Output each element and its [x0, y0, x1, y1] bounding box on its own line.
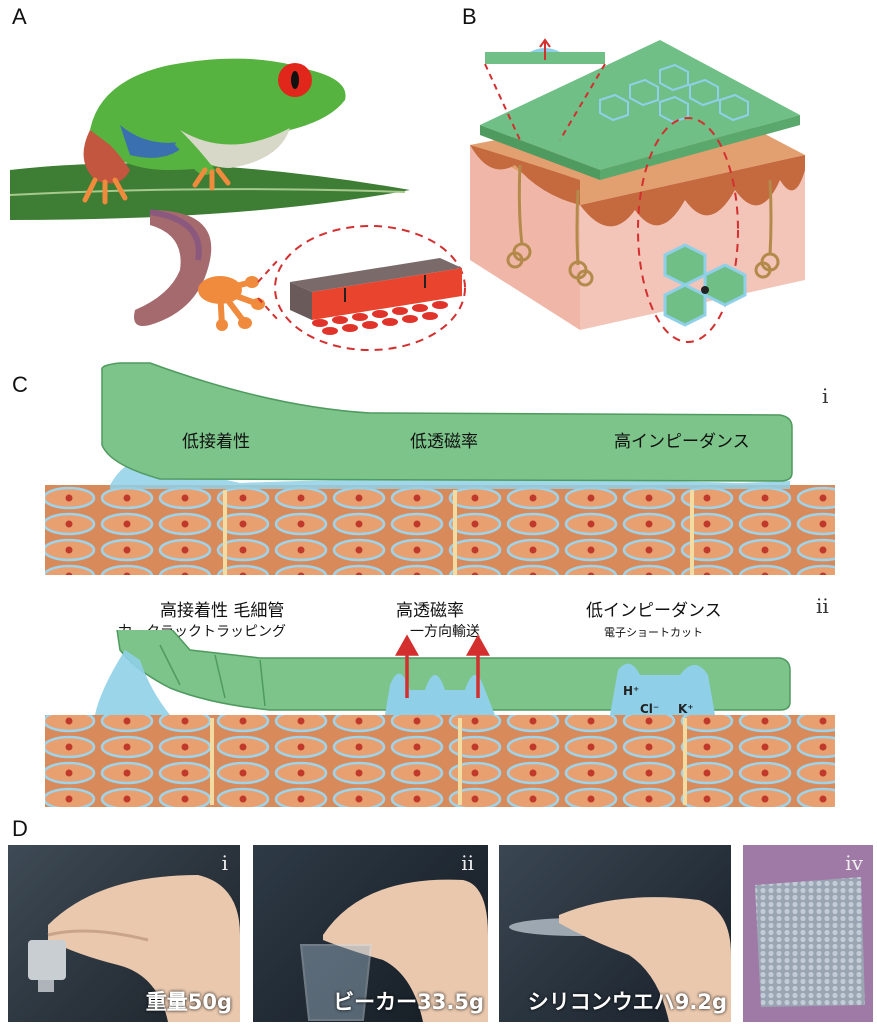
hydrogel-patch-edge	[480, 125, 600, 180]
skin-epidermis-wave-front	[470, 145, 580, 205]
photo-beaker: ii ビーカー33.5g	[253, 845, 488, 1022]
photo-weight-cylinder	[28, 940, 66, 980]
hydrogel-sheet-i	[101, 362, 793, 482]
photo-weight-roman: i	[221, 851, 228, 875]
cross-section-arrow	[539, 38, 551, 60]
frog-hanging-leg	[134, 210, 212, 326]
panel-c-ii-roman: ii	[816, 594, 829, 618]
panel-d-letter: D	[12, 816, 28, 841]
ion-cl: Cl⁻	[640, 702, 659, 716]
hair-shafts-ii	[210, 718, 687, 805]
hydrogel-patch-edge-2	[600, 115, 800, 180]
label-electron-shortcut: 電子ショートカット	[604, 626, 703, 639]
photo-weight-hand	[28, 875, 240, 1022]
photo-silicon-wafer: シリコンウエハ9.2g	[499, 845, 731, 1022]
label-high-impedance: 高インピーダンス	[614, 432, 750, 452]
frog-front-leg	[175, 130, 215, 175]
leaf-midrib	[9, 188, 406, 196]
panel-b-letter: B	[462, 4, 477, 29]
frog-back-toes	[82, 177, 128, 205]
panel-c-letter: C	[12, 372, 28, 397]
frog-toe-pad-foot	[198, 276, 265, 331]
sweat-glands	[506, 164, 780, 287]
ion-h: H⁺	[623, 684, 639, 698]
frog-front-toes	[192, 167, 231, 191]
photo-beaker-glass	[299, 944, 373, 1021]
zoom-connector-lines	[257, 259, 279, 321]
skin-cells-layer	[45, 485, 835, 575]
hex-zoom-ellipse	[637, 117, 739, 343]
hair-shafts	[223, 490, 694, 575]
skin-epidermis-wave	[580, 155, 805, 227]
photo-wafer-hand	[509, 897, 731, 1022]
photo-beaker-roman: ii	[461, 851, 474, 875]
panel-c-i-diagram	[45, 362, 835, 575]
panel-b-skin-patch-illustration	[470, 38, 805, 343]
micro-pillar-block	[290, 258, 462, 335]
label-low-permeability: 低透磁率	[410, 432, 478, 452]
panel-a-letter: A	[12, 4, 27, 29]
label-high-adhesion: 高接着性 毛細管	[160, 601, 285, 621]
photo-wafer-caption: シリコンウエハ9.2g	[527, 990, 727, 1014]
panel-a-frog-illustration	[9, 58, 466, 351]
photo-patch-sample	[755, 877, 865, 1007]
photo-beaker-hand	[299, 879, 488, 1022]
hydrogel-layer-seams	[159, 644, 266, 707]
hex-junction-dot	[701, 286, 709, 294]
fluid-channel-middle	[385, 673, 495, 715]
capillary-fluid-left	[95, 650, 170, 715]
photo-patch-roman: iv	[845, 851, 863, 875]
fluid-channel-right	[610, 663, 715, 715]
photo-weight: i 重量50g	[8, 845, 240, 1022]
photo-hydrogel-patch: iv	[743, 845, 873, 1022]
label-low-impedance: 低インピーダンス	[586, 601, 722, 621]
ion-k: K⁺	[678, 702, 694, 716]
zoom-hexagons	[663, 243, 747, 327]
inset-dashed-lines	[484, 63, 606, 141]
panel-c-ii-diagram: H⁺ Cl⁻ K⁺	[45, 630, 835, 807]
frog-belly	[180, 128, 290, 168]
frog-hanging-leg-shade	[149, 209, 202, 261]
frog-back-leg	[83, 130, 130, 184]
panel-c-i-roman: i	[822, 384, 829, 408]
skin-cells-layer-ii	[45, 715, 835, 807]
photo-beaker-caption: ビーカー33.5g	[333, 990, 484, 1014]
fluid-layer	[110, 460, 790, 489]
label-high-permeability: 高透磁率	[396, 601, 464, 621]
frog-flank	[120, 125, 190, 158]
label-low-adhesion: 低接着性	[182, 432, 250, 452]
hydrogel-patch-top	[480, 40, 800, 170]
transport-arrows	[395, 634, 490, 698]
label-one-way-transport: 一方向輸送	[410, 624, 480, 640]
photo-weight-caption: 重量50g	[145, 990, 232, 1014]
frog-pupil	[291, 71, 299, 89]
